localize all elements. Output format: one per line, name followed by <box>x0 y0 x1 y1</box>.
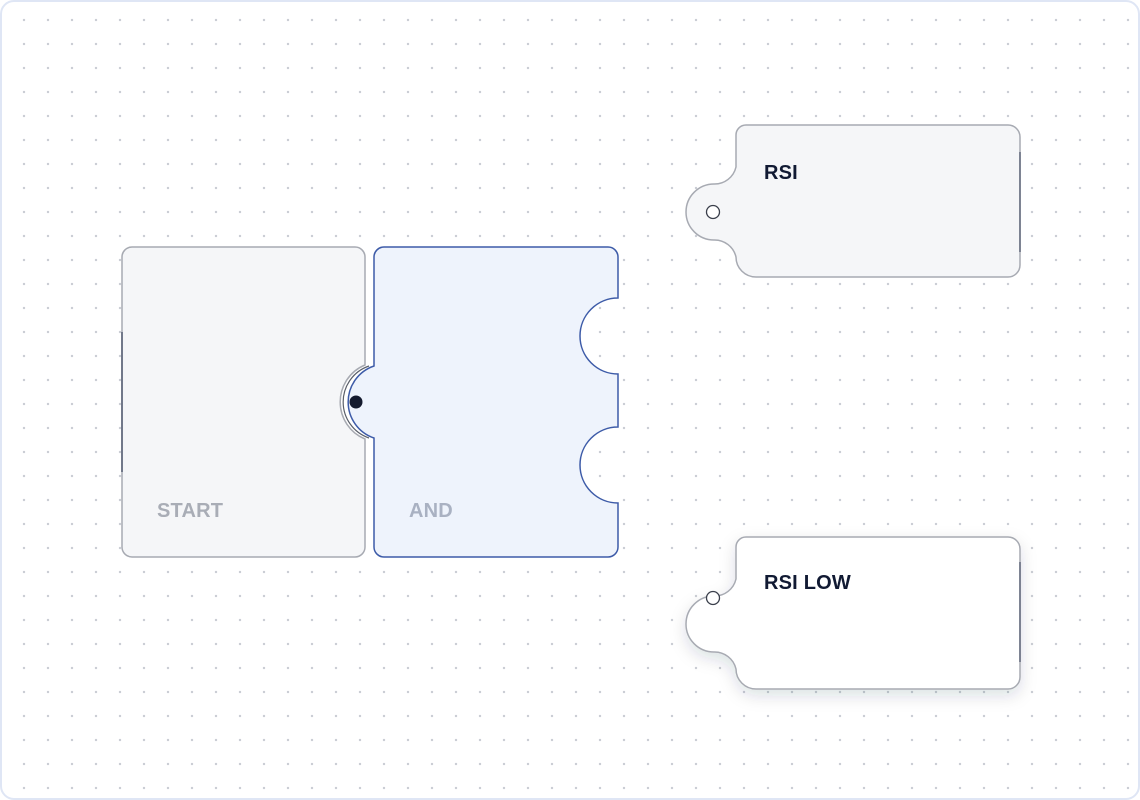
rsi-input-port[interactable] <box>705 204 721 220</box>
rsi-low-block-label: RSI LOW <box>764 572 851 594</box>
rsi-block[interactable] <box>685 124 1021 278</box>
start-block-label: START <box>157 500 224 522</box>
rsi-block-label: RSI <box>764 162 798 184</box>
and-input-port[interactable] <box>349 395 363 409</box>
and-block[interactable] <box>342 246 619 558</box>
rsi-low-input-port[interactable] <box>705 590 721 606</box>
rsi-low-block[interactable] <box>685 536 1021 690</box>
and-block-label: AND <box>409 500 453 522</box>
start-block[interactable] <box>121 246 366 558</box>
